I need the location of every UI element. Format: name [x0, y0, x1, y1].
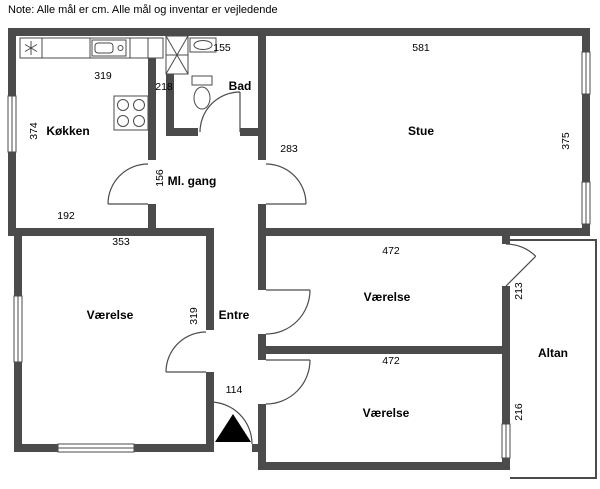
- wall-bad-left: [166, 36, 174, 136]
- wall-kitchen-divider-stub: [148, 204, 156, 228]
- wall-spine-b: [258, 204, 266, 290]
- room-label-vaerelse-bottom: Værelse: [363, 406, 410, 420]
- dim-kitchen-wall: 218: [155, 81, 173, 93]
- door-bad: [199, 91, 241, 133]
- wall-rightrooms-a: [502, 228, 510, 244]
- wall-top: [8, 28, 590, 36]
- wall-mid-left: [8, 228, 214, 236]
- toilet-icon: [191, 75, 213, 110]
- dim-bedroomleft-wall: 319: [188, 307, 200, 325]
- window-bedroomleft-bottom: [57, 443, 135, 453]
- walls: [8, 28, 590, 470]
- fixtures: [19, 35, 251, 442]
- room-label-entre: Entre: [219, 308, 250, 322]
- door-kitchen: [107, 163, 149, 205]
- room-label-stue: Stue: [408, 124, 434, 138]
- window-stue-right-2: [581, 181, 591, 225]
- door-stue: [265, 163, 307, 205]
- dim-bedroommid-right: 213: [513, 282, 525, 300]
- wall-kitchen-divider: [148, 58, 156, 160]
- dim-bedroommid-top: 472: [382, 245, 400, 257]
- dim-kitchen-left: 374: [28, 122, 40, 140]
- wall-rightrooms-b: [502, 286, 510, 424]
- balcony-railing: [510, 239, 597, 479]
- wall-bedroombottom-bottom: [258, 462, 510, 470]
- dim-gang-wall: 156: [154, 169, 166, 187]
- wall-bad-bottom-b: [240, 128, 258, 136]
- dim-bedroombottom-top: 472: [382, 355, 400, 367]
- note-text: Note: Alle mål er cm. Alle mål og invent…: [8, 4, 278, 16]
- dim-kitchen-bottom: 192: [57, 210, 75, 222]
- room-label-vaerelse-mid: Værelse: [364, 290, 411, 304]
- dimension-labels: 155 581 319 218 374 375 283 156 192 353 …: [28, 42, 572, 421]
- wall-spine-d: [258, 404, 266, 462]
- room-label-bad: Bad: [229, 79, 252, 93]
- dim-stue-right: 375: [560, 132, 572, 150]
- window-kitchen-left: [7, 95, 17, 153]
- stove-icon: [113, 95, 149, 131]
- door-entrance: [209, 401, 253, 445]
- shaft-icon: [165, 35, 189, 75]
- wall-bedroomleft-right-a: [206, 228, 214, 330]
- room-label-vaerelse-left: Værelse: [87, 308, 134, 322]
- windows: [7, 51, 591, 459]
- kitchen-sink-icon: [91, 39, 127, 57]
- entrance-arrow: [215, 414, 251, 442]
- wall-mid-right: [258, 228, 590, 236]
- door-bedroombottom: [265, 359, 311, 405]
- dim-bedroomleft-top: 353: [112, 236, 130, 248]
- door-bedroommid: [265, 289, 311, 335]
- room-label-koekken: Køkken: [46, 124, 89, 138]
- dim-gang-width: 283: [280, 143, 298, 155]
- wall-spine-a: [258, 36, 266, 160]
- window-bedroombottom-right: [501, 423, 511, 459]
- dim-bedroombottom-right: 216: [513, 403, 525, 421]
- bathroom-sink-icon: [189, 37, 217, 53]
- wall-entre-bottom-stub: [252, 444, 266, 452]
- window-bedroomleft-left: [13, 295, 23, 363]
- room-label-gang: Ml. gang: [168, 174, 217, 188]
- wall-right-upper: [582, 36, 590, 228]
- wall-bad-bottom-a: [166, 128, 198, 136]
- room-labels: Køkken Bad Stue Ml. gang Værelse Entre V…: [46, 79, 568, 420]
- door-bedroomleft: [165, 331, 207, 373]
- doors: [107, 91, 537, 445]
- dim-kitchen-counter: 319: [94, 70, 112, 82]
- dim-bad-top: 155: [213, 42, 231, 54]
- door-balcony: [505, 243, 537, 287]
- wall-bedrooms-divider: [258, 346, 510, 354]
- room-label-altan: Altan: [538, 346, 568, 360]
- window-stue-right-1: [581, 51, 591, 95]
- fridge-icon: [24, 41, 38, 55]
- dim-entrance-door: 114: [226, 384, 243, 396]
- dim-stue-top: 581: [412, 42, 430, 54]
